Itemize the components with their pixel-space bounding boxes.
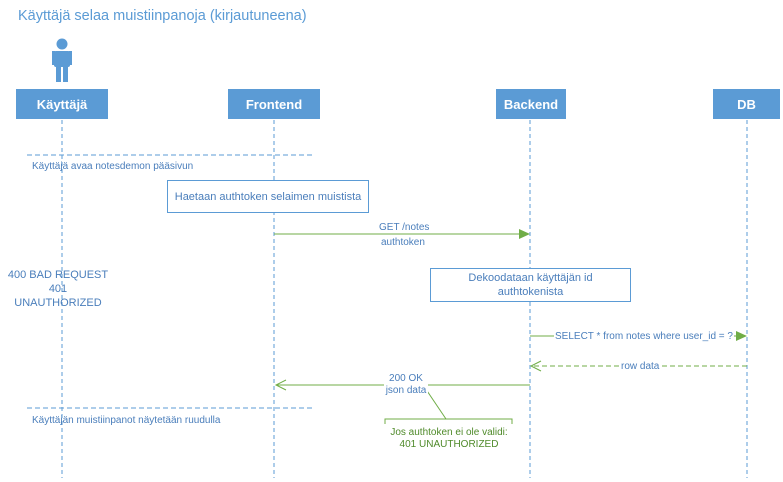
message-200-ok-line2: json data — [385, 385, 427, 396]
message-get-notes-label: GET /notes — [379, 222, 429, 234]
comment-bracket — [384, 418, 513, 424]
user-actor-icon — [52, 38, 72, 82]
lifeline-header-kayttaja: Käyttäjä — [16, 89, 108, 119]
diagram-title: Käyttäjä selaa muistiinpanoja (kirjautun… — [18, 8, 307, 24]
message-select-label: SELECT * from notes where user_id = ? — [554, 331, 734, 343]
lifeline-label-frontend: Frontend — [245, 96, 303, 112]
note-backend-decode: Dekoodataan käyttäjän id authtokenista — [430, 268, 631, 302]
note-backend-text-line2: authtokenista — [497, 286, 564, 298]
error-status-line2: 401 UNAUTHORIZED — [14, 283, 102, 309]
lifeline-label-db: DB — [737, 96, 756, 112]
message-200-ok-label: 200 OK json data — [384, 373, 428, 397]
arrowhead-get-notes — [519, 229, 530, 239]
invalid-token-comment-line1: Jos authtoken ei ole validi: — [390, 427, 508, 438]
invalid-token-comment-line2: 401 UNAUTHORIZED — [399, 439, 499, 450]
note-backend-text-line1: Dekoodataan käyttäjän id — [468, 272, 593, 284]
error-status-line1: 400 BAD REQUEST — [7, 269, 109, 281]
message-get-notes-label-2: authtoken — [381, 237, 425, 249]
lifeline-header-db: DB — [713, 89, 780, 119]
note-frontend-text: Haetaan authtoken selaimen muistista — [174, 190, 362, 203]
message-200-ok-line1: 200 OK — [389, 373, 423, 384]
lifeline-header-backend: Backend — [496, 89, 566, 119]
frame-label-bottom: Käyttäjän muistiinpanot näytetään ruudul… — [32, 415, 221, 426]
invalid-token-comment: Jos authtoken ei ole validi: 401 UNAUTHO… — [388, 427, 510, 451]
message-get-notes-line1: GET /notes — [379, 222, 430, 233]
note-frontend-authtoken: Haetaan authtoken selaimen muistista — [167, 180, 369, 213]
error-status-text: 400 BAD REQUEST 401 UNAUTHORIZED — [4, 268, 112, 310]
lifeline-label-backend: Backend — [503, 96, 559, 112]
message-row-data-label: row data — [620, 361, 661, 373]
frame-label-top: Käyttäjä avaa notesdemon pääsivun — [32, 161, 194, 172]
arrowhead-200-ok — [274, 379, 287, 391]
arrowhead-row-data — [529, 360, 542, 372]
lifeline-header-frontend: Frontend — [228, 89, 320, 119]
lifeline-label-kayttaja: Käyttäjä — [36, 96, 88, 112]
message-get-notes-line2: authtoken — [381, 237, 425, 248]
arrowhead-select — [736, 331, 747, 341]
